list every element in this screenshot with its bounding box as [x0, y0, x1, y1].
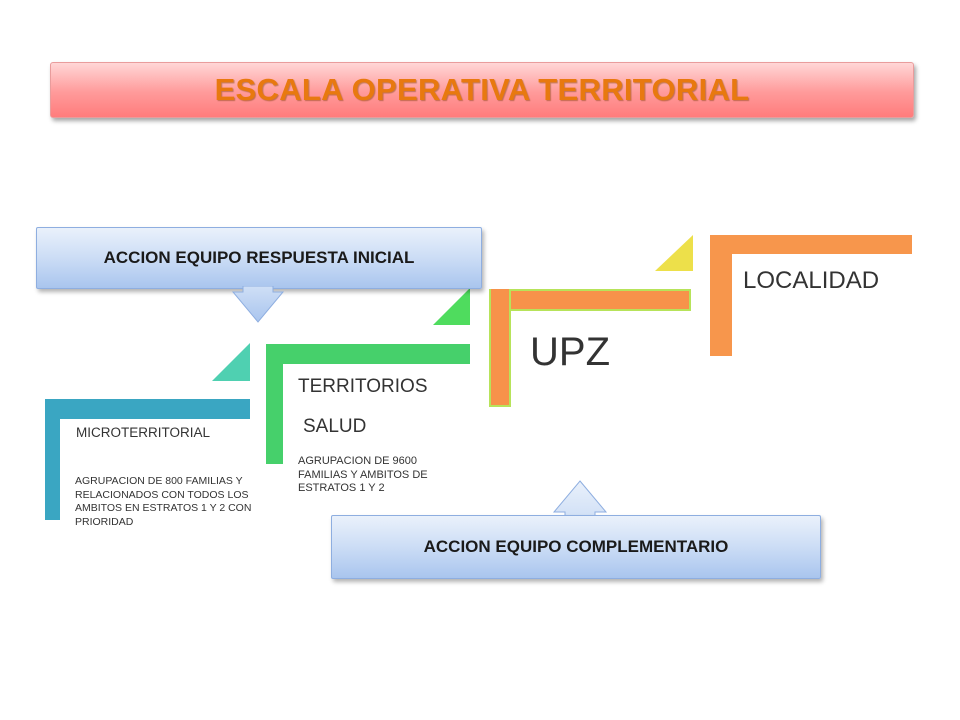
step-2-label-line1: TERRITORIOS	[298, 376, 428, 397]
step-2-bar-top	[266, 344, 470, 364]
step-2-triangle	[433, 288, 470, 325]
up-arrow-icon	[552, 480, 608, 520]
step-4-label: LOCALIDAD	[743, 267, 880, 294]
step-1-bar-left	[45, 399, 60, 520]
step-3-triangle	[655, 235, 693, 271]
step-1-triangle	[212, 343, 250, 381]
page-title: ESCALA OPERATIVA TERRITORIAL	[214, 72, 750, 107]
complementary-team-label: ACCION EQUIPO COMPLEMENTARIO	[423, 537, 729, 556]
step-4-bar-left	[710, 235, 732, 356]
down-arrow-icon	[231, 286, 285, 323]
step-3-bar-top	[489, 289, 691, 311]
title-banner: ESCALA OPERATIVA TERRITORIAL	[50, 62, 914, 118]
step-1-description: AGRUPACION DE 800 FAMILIAS Y RELACIONADO…	[75, 475, 252, 528]
step-2-description: AGRUPACION DE 9600 FAMILIAS Y AMBITOS DE…	[298, 455, 428, 494]
step-2-bar-left	[266, 344, 283, 464]
complementary-team-box: ACCION EQUIPO COMPLEMENTARIO	[331, 515, 821, 579]
step-2-label-line2: SALUD	[303, 416, 367, 437]
initial-response-box: ACCION EQUIPO RESPUESTA INICIAL	[36, 227, 482, 289]
step-3-label: UPZ	[530, 330, 610, 374]
step-1-bar-top	[45, 399, 250, 419]
step-3-bar-left	[489, 289, 511, 407]
step-4-bar-top	[710, 235, 912, 254]
step-1-label: MICROTERRITORIAL	[76, 425, 211, 440]
step-3-joint	[491, 291, 507, 309]
initial-response-label: ACCION EQUIPO RESPUESTA INICIAL	[103, 248, 415, 267]
